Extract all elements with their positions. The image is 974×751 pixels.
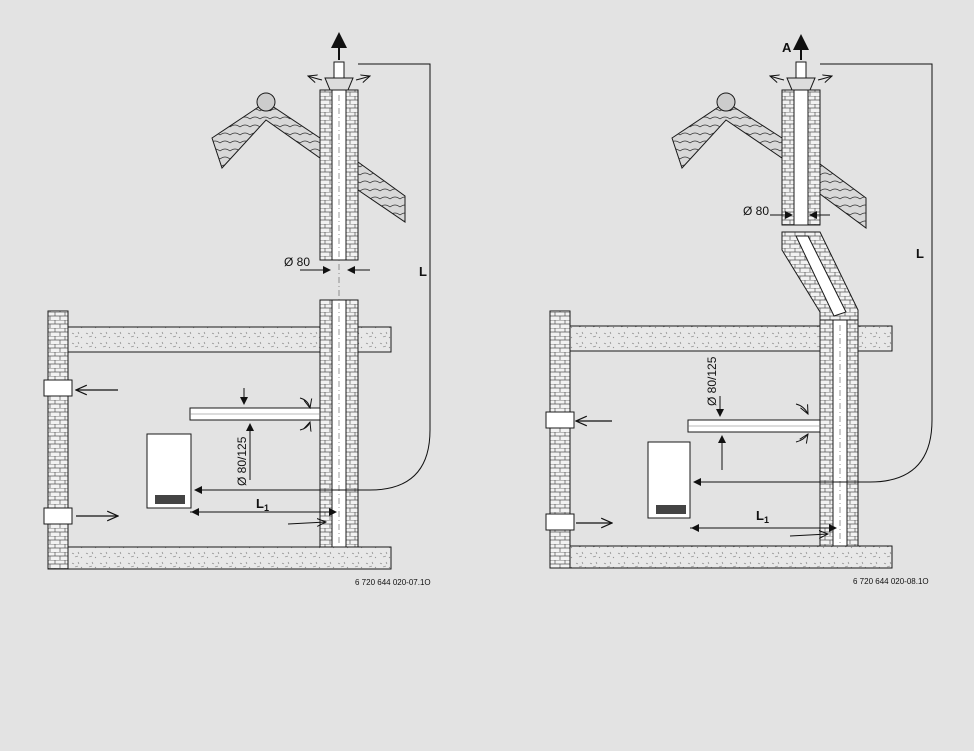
- pipe-diameter-label: Ø 80: [284, 255, 310, 269]
- wall-vent-lower: [43, 507, 73, 525]
- roof-left-slope: [211, 101, 321, 169]
- horizontal-length-label: L1: [756, 508, 769, 525]
- figure-code: 6 720 644 020-07.1O: [355, 578, 431, 587]
- wall-vent-upper: [545, 411, 575, 429]
- length-dimension: [693, 63, 933, 486]
- roof-left-slope: [671, 101, 783, 169]
- outer-wall: [47, 310, 69, 570]
- wall-vent-upper: [43, 379, 73, 397]
- outer-wall: [549, 310, 571, 569]
- coaxial-diameter-label: Ø 80/125: [235, 436, 249, 486]
- chimney-cap: [786, 77, 816, 91]
- boiler-panel: [656, 505, 686, 514]
- chimney-cap: [324, 77, 354, 91]
- coaxial-diameter-label: Ø 80/125: [705, 356, 719, 406]
- horizontal-length-label: L1: [256, 496, 269, 513]
- room-air-arrow: [287, 522, 326, 524]
- length-label: L: [419, 264, 427, 279]
- pipe-diameter-label: Ø 80: [743, 204, 769, 218]
- diagram-left: Ø 80 Ø 80/125 L L1 6 720 644 020-07.1O: [43, 32, 431, 587]
- boiler-panel: [155, 495, 185, 504]
- roof-right-slope: [357, 161, 406, 223]
- floor-slab: [569, 545, 893, 569]
- floor-slab: [67, 546, 392, 570]
- roof-right-slope: [819, 163, 867, 229]
- outlet-label: A: [782, 40, 792, 55]
- room-air-arrow: [789, 534, 828, 536]
- diagram-right: A Ø 80 Ø 80/125 L L1 6 720 644 020-08.1O: [545, 34, 933, 586]
- figure-code: 6 720 644 020-08.1O: [853, 577, 929, 586]
- length-label: L: [916, 246, 924, 261]
- length-dimension: [194, 63, 431, 494]
- wall-vent-lower: [545, 513, 575, 531]
